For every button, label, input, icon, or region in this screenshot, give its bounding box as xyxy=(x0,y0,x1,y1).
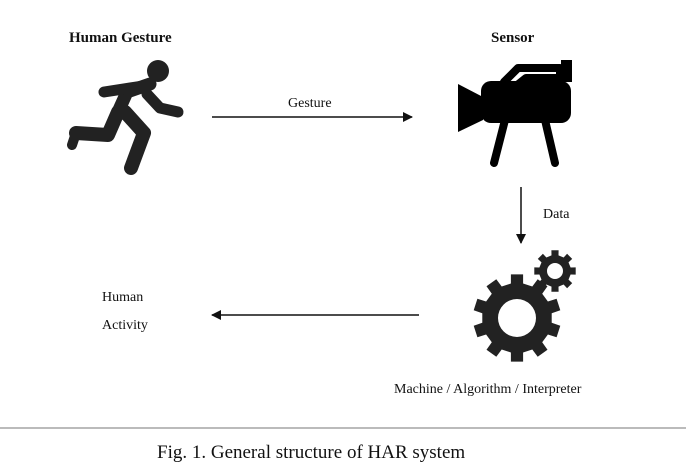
gesture-edge-label: Gesture xyxy=(288,96,332,111)
human-activity-label-line2: Activity xyxy=(102,318,148,333)
video-camera-icon xyxy=(458,60,572,167)
data-edge-label: Data xyxy=(543,207,570,222)
large-gear-icon xyxy=(473,274,561,362)
figure-caption: Fig. 1. General structure of HAR system xyxy=(157,442,466,463)
sensor-label: Sensor xyxy=(491,30,535,46)
human-activity-label-line1: Human xyxy=(102,290,144,305)
small-gear-icon xyxy=(534,250,576,292)
running-person-icon xyxy=(67,60,184,175)
machine-label: Machine / Algorithm / Interpreter xyxy=(394,382,582,397)
human-gesture-label: Human Gesture xyxy=(69,30,172,46)
gears-icon xyxy=(473,250,576,362)
